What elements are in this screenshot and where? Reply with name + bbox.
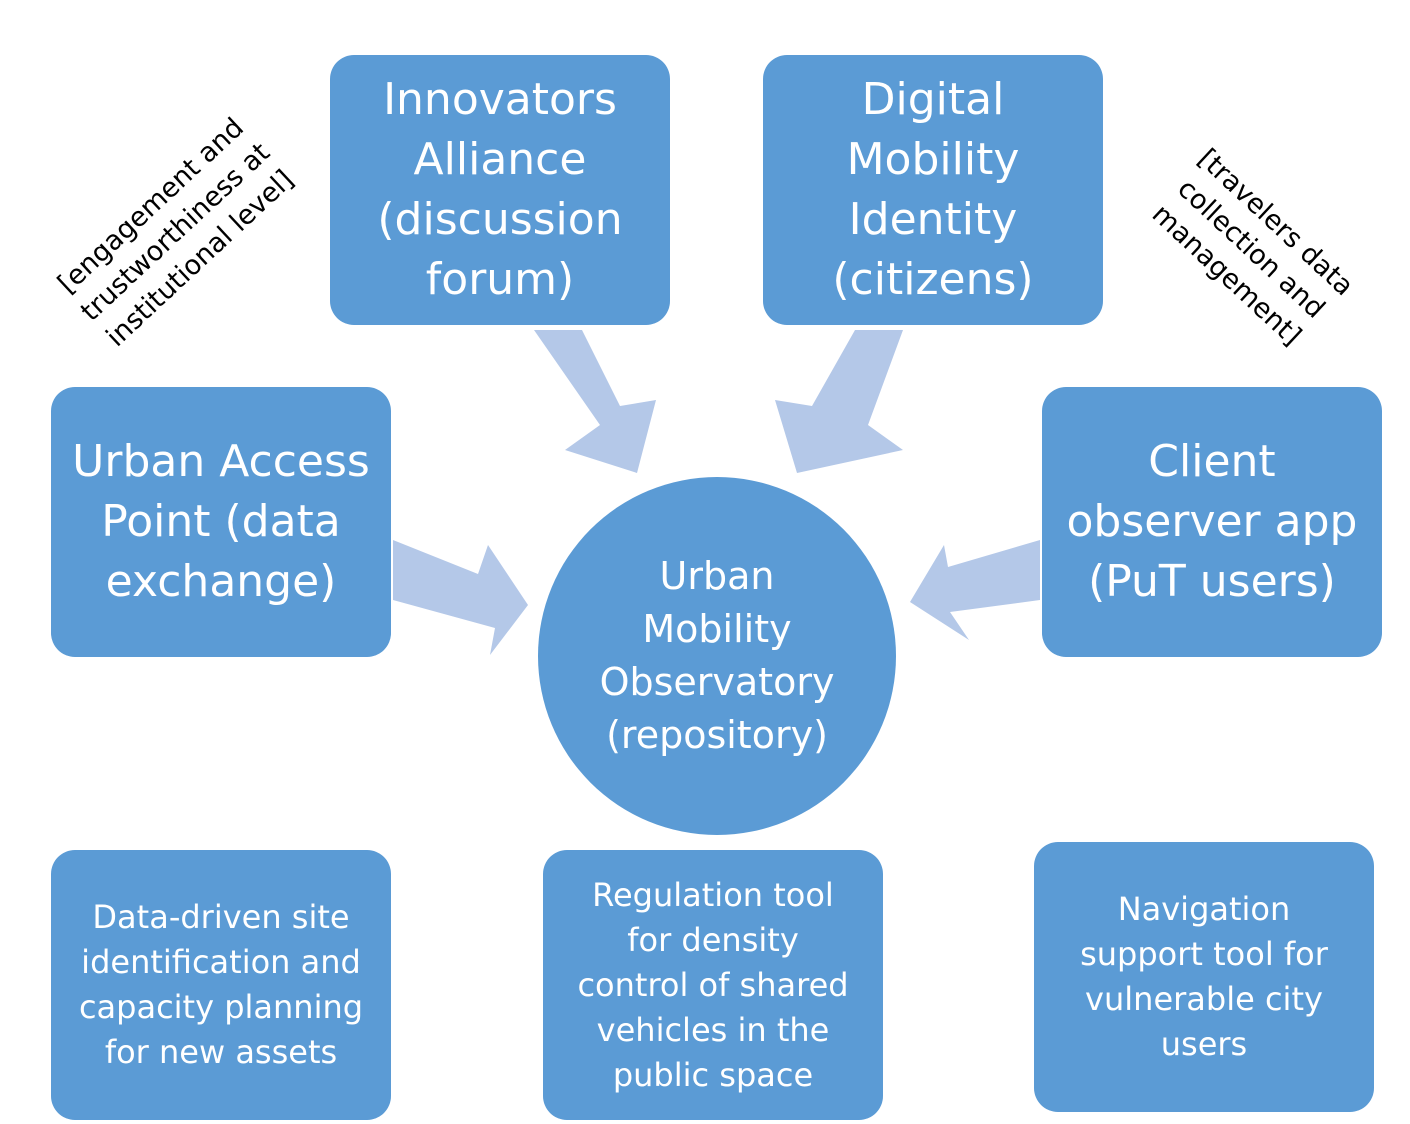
arrow-access-point-to-observatory	[393, 540, 528, 655]
client-observer-app-box: Client observer app (PuT users)	[1042, 387, 1382, 657]
innovators-alliance-label: Innovators Alliance (discussion forum)	[377, 74, 623, 305]
site-identification-label: Data-driven site identification and capa…	[78, 898, 364, 1071]
navigation-tool-box: Navigation support tool for vulnerable c…	[1034, 842, 1374, 1112]
urban-access-point-box: Urban Access Point (data exchange)	[51, 387, 391, 657]
regulation-tool-label: Regulation tool for density control of s…	[577, 875, 849, 1094]
digital-mobility-identity-label: Digital Mobility Identity (citizens)	[832, 74, 1034, 305]
arrow-identity-to-observatory	[775, 330, 903, 473]
innovators-alliance-box: Innovators Alliance (discussion forum)	[330, 55, 670, 325]
arrow-client-app-to-observatory	[910, 540, 1040, 640]
urban-access-point-label: Urban Access Point (data exchange)	[72, 436, 370, 607]
navigation-tool-label: Navigation support tool for vulnerable c…	[1080, 890, 1328, 1063]
arrow-innovators-to-observatory	[534, 330, 656, 473]
client-observer-app-label: Client observer app (PuT users)	[1066, 436, 1358, 607]
urban-mobility-observatory-circle: Urban Mobility Observatory (repository)	[538, 477, 896, 835]
digital-mobility-identity-box: Digital Mobility Identity (citizens)	[763, 55, 1103, 325]
site-identification-box: Data-driven site identification and capa…	[51, 850, 391, 1120]
regulation-tool-box: Regulation tool for density control of s…	[543, 850, 883, 1120]
urban-mobility-observatory-label: Urban Mobility Observatory (repository)	[599, 554, 835, 757]
